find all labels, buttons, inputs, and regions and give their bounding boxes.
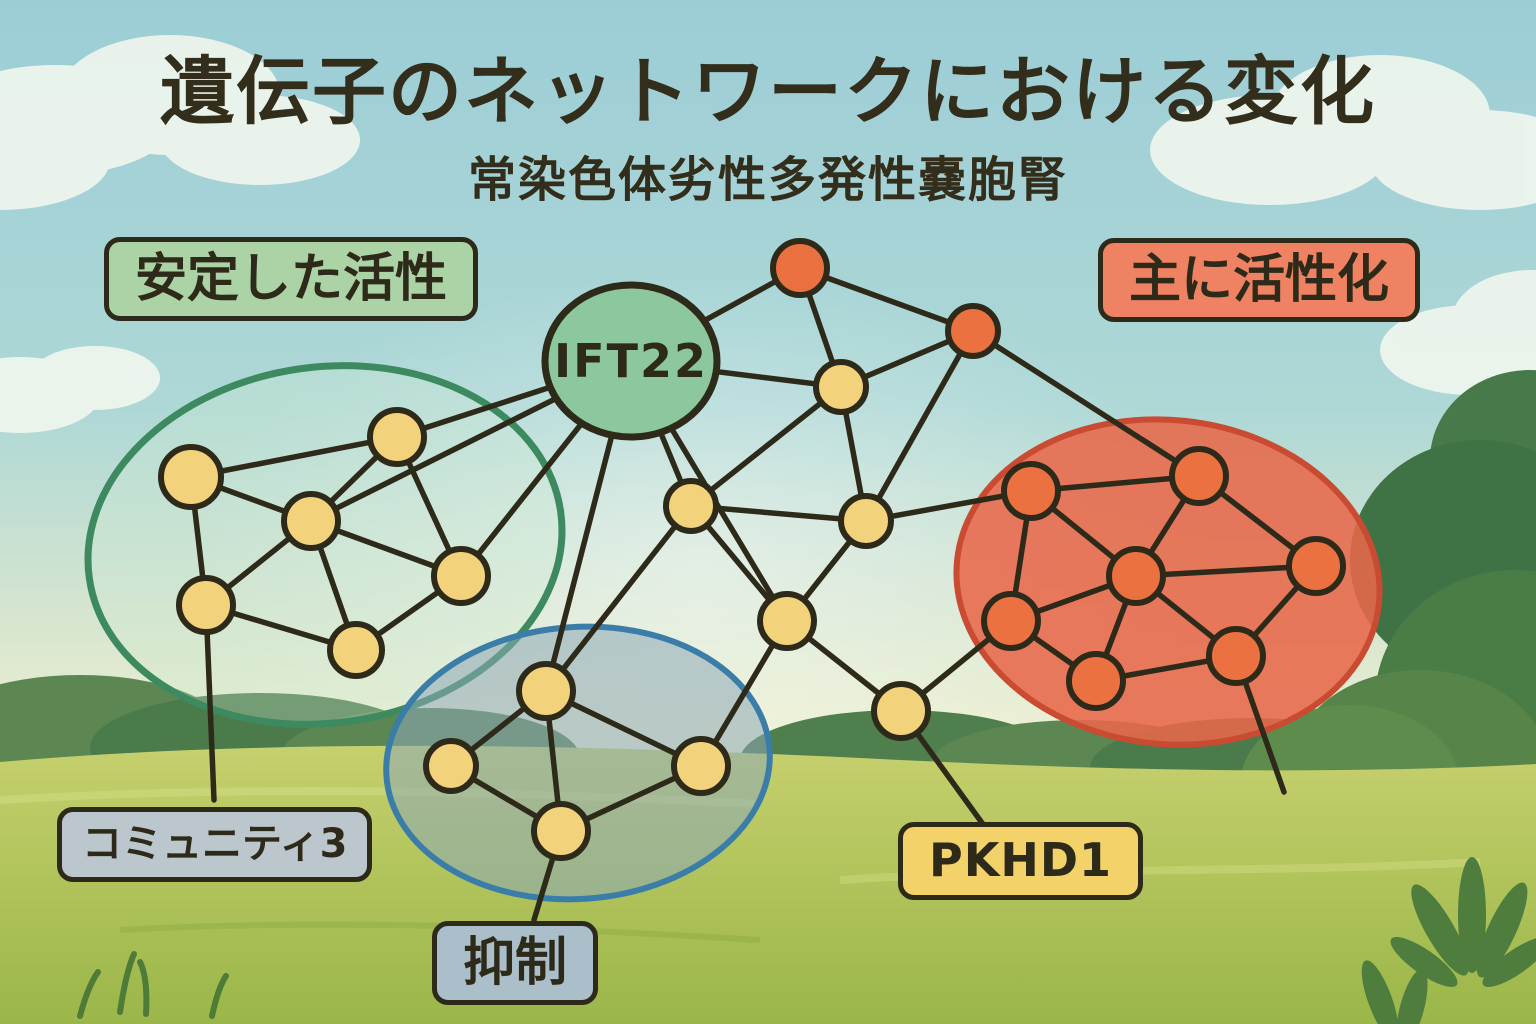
- edge-n0-n1: [797, 265, 976, 334]
- network-node-M3: [757, 591, 817, 651]
- network-node-M4: [871, 681, 931, 741]
- edge-M1-M2: [688, 503, 869, 524]
- cloud-left-mid-icon: [0, 346, 160, 433]
- foreground-plants: [77, 857, 1536, 1024]
- network-node-B1: [516, 661, 576, 721]
- network-node-B4: [531, 801, 591, 861]
- network-node-R3: [1106, 546, 1166, 606]
- edge-n2-M1: [688, 384, 844, 509]
- grass-bottom-left-icon: [77, 951, 229, 1019]
- cloud-right-mid-icon: [1380, 270, 1536, 395]
- connector-community3: [203, 602, 217, 803]
- clouds: [0, 35, 1536, 433]
- edge-R3-R5: [1133, 563, 1319, 579]
- meadow: [0, 745, 1536, 1024]
- plant-bottom-right-icon: [1361, 857, 1536, 1024]
- suppressed-cluster-blob: [383, 623, 773, 903]
- network-node-B3: [671, 736, 731, 796]
- network-node-R4: [981, 591, 1041, 651]
- network-node-R5: [1286, 536, 1346, 596]
- network-node-M1: [663, 478, 719, 534]
- network-node-L1: [158, 444, 224, 510]
- cloud-top-left-icon: [0, 35, 360, 210]
- network-node-n0: [770, 238, 830, 298]
- edge-L1-L2: [188, 434, 400, 480]
- edge-M1-B1: [543, 503, 694, 694]
- network-node-L4: [431, 546, 491, 606]
- network-node-R1: [1001, 461, 1061, 521]
- network-node-R2: [1169, 446, 1229, 506]
- edge-n1-M2: [863, 328, 976, 524]
- network-node-ift22: [541, 281, 721, 441]
- network-node-M2: [838, 493, 894, 549]
- network-node-n1: [945, 303, 1001, 359]
- network-node-L5: [176, 575, 236, 635]
- network-nodes: [158, 238, 1346, 861]
- edge-n1-R2: [970, 328, 1202, 479]
- activated-cluster-blob: [953, 416, 1383, 748]
- network-node-B2: [423, 738, 479, 794]
- network-node-R7: [1206, 626, 1266, 686]
- cloud-top-right-icon: [1150, 55, 1536, 210]
- network-node-L6: [327, 621, 385, 679]
- network-node-R6: [1066, 651, 1126, 711]
- network-node-n2: [813, 359, 869, 415]
- network-node-L3: [281, 491, 341, 551]
- network-node-L2: [367, 407, 427, 467]
